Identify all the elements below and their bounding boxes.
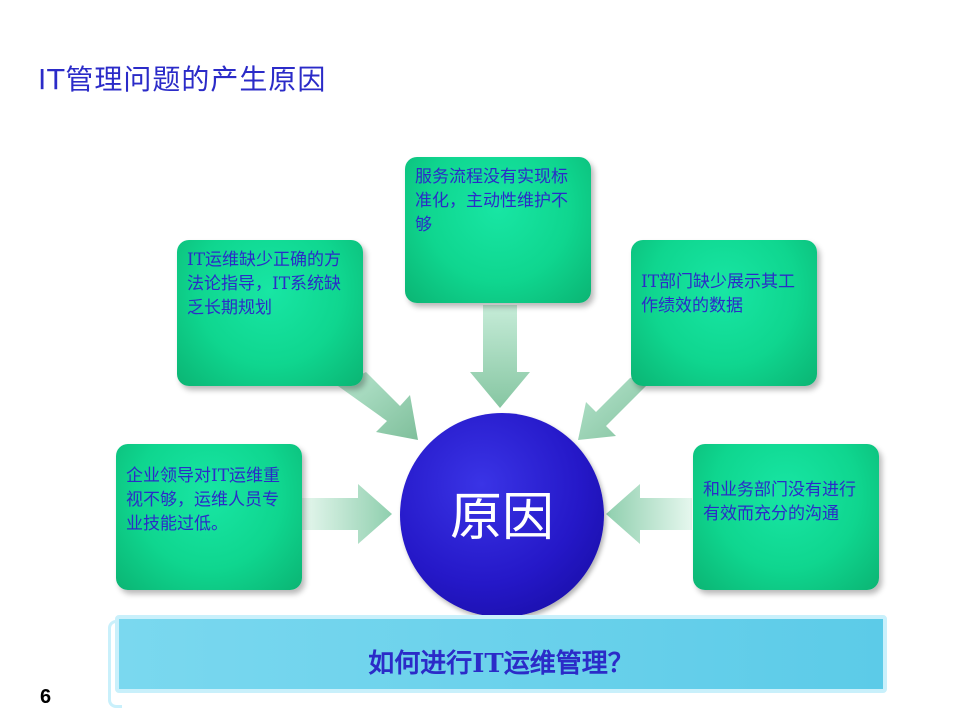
- arrow-lower-left: [302, 484, 392, 544]
- cause-box-lower-right: 和业务部门没有进行有效而充分的沟通: [693, 444, 879, 590]
- page-number: 6: [40, 686, 52, 708]
- cause-box-upper-right: IT部门缺少展示其工作绩效的数据: [631, 240, 817, 386]
- banner-text: 如何进行IT运维管理？: [368, 649, 634, 679]
- question-banner: 如何进行IT运维管理？: [115, 615, 887, 693]
- cause-text-top: 服务流程没有实现标准化，主动性维护不够: [415, 167, 568, 235]
- center-circle: 原因: [400, 413, 604, 617]
- cause-text-lower-left: 企业领导对IT运维重视不够，运维人员专业技能过低。: [126, 466, 281, 534]
- cause-text-upper-right: IT部门缺少展示其工作绩效的数据: [641, 272, 796, 316]
- arrow-upper-left: [338, 372, 418, 440]
- cause-text-lower-right: 和业务部门没有进行有效而充分的沟通: [703, 480, 856, 524]
- cause-box-lower-left: 企业领导对IT运维重视不够，运维人员专业技能过低。: [116, 444, 302, 590]
- page-title: IT管理问题的产生原因: [38, 63, 327, 96]
- cause-box-upper-left: IT运维缺少正确的方法论指导，IT系统缺乏长期规划: [177, 240, 363, 386]
- center-label: 原因: [449, 488, 554, 548]
- arrow-upper-right: [578, 372, 660, 440]
- cause-box-top: 服务流程没有实现标准化，主动性维护不够: [405, 157, 591, 303]
- arrow-lower-right: [606, 484, 692, 544]
- arrow-top: [470, 305, 530, 408]
- cause-text-upper-left: IT运维缺少正确的方法论指导，IT系统缺乏长期规划: [187, 250, 342, 318]
